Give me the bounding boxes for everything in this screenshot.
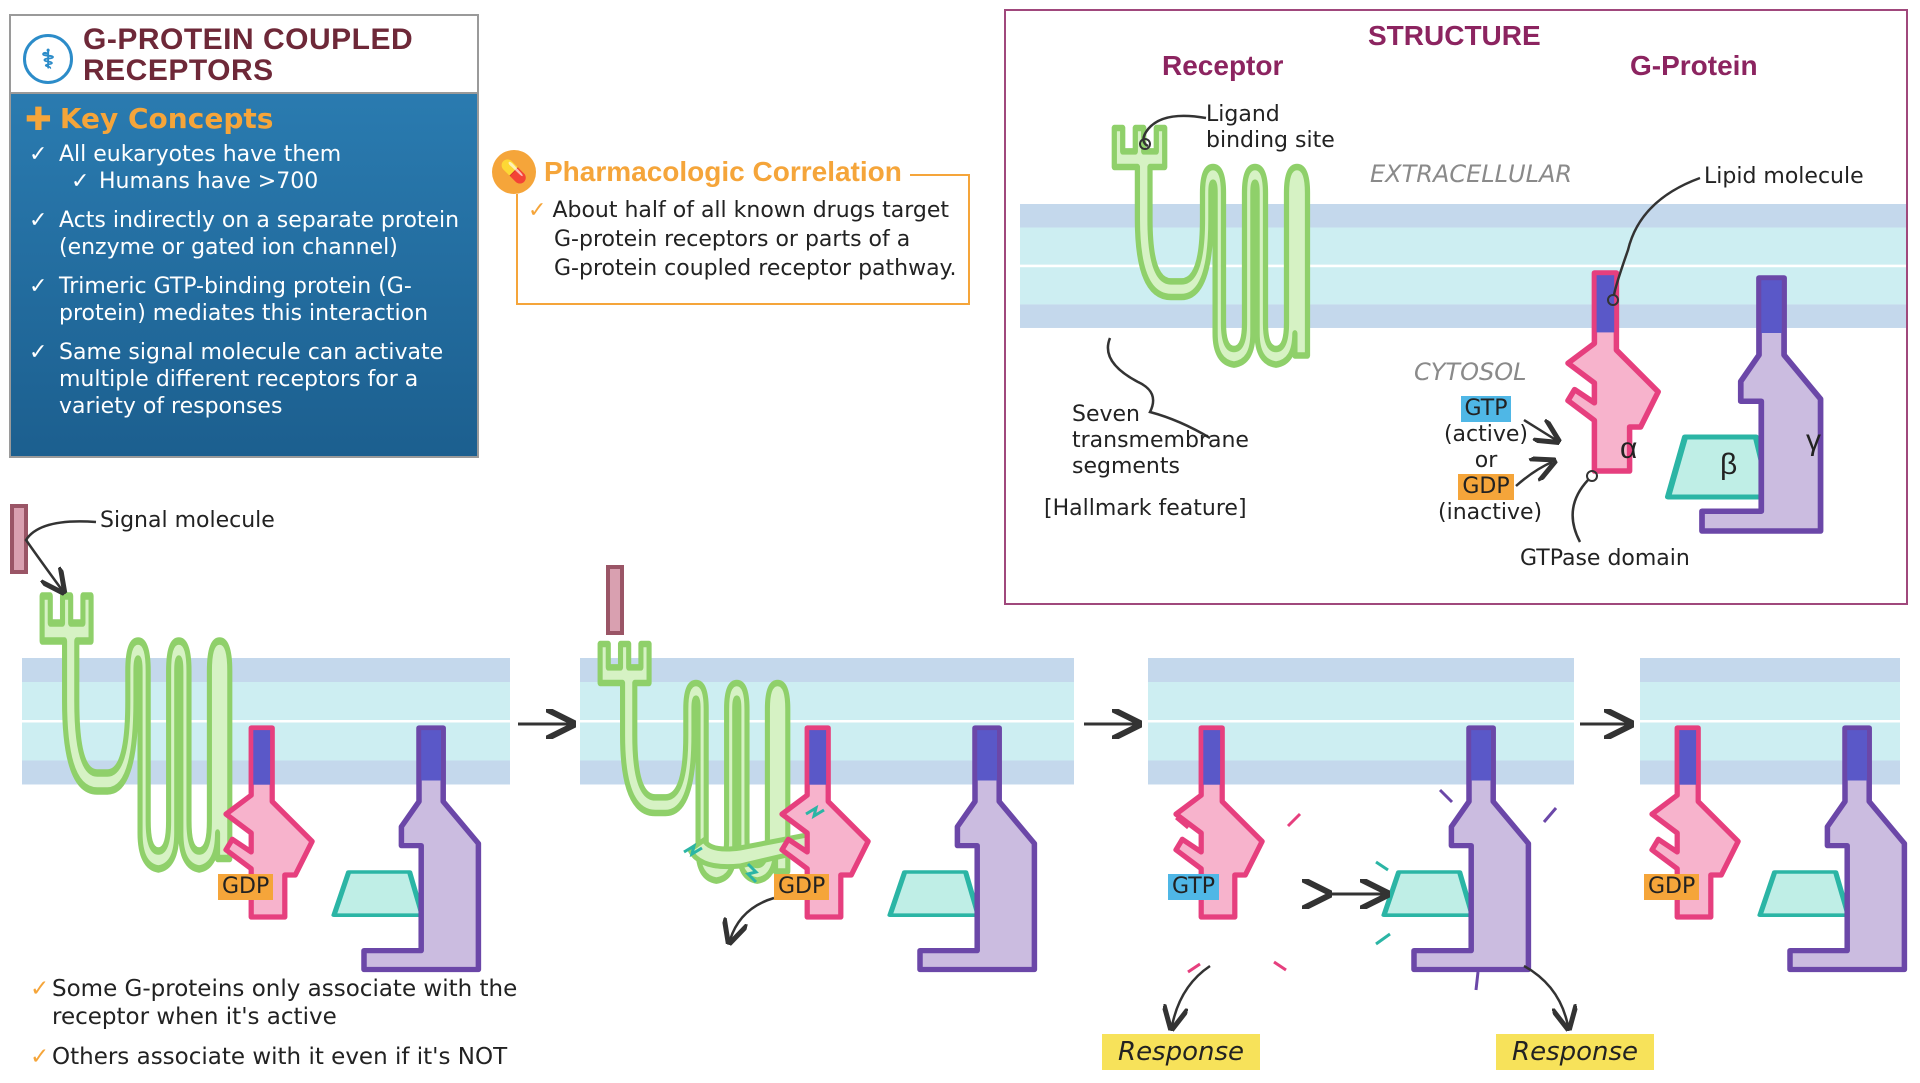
activation-sparks-alpha — [1175, 812, 1302, 974]
plus-icon: ✚ — [25, 99, 52, 138]
hallmark-label: [Hallmark feature] — [1044, 496, 1247, 521]
gtp-tag-step3: GTP — [1168, 874, 1219, 900]
seven-segments-label: Seven transmembrane segments — [1072, 402, 1249, 479]
key-concept-text: Same signal molecule can activate multip… — [59, 340, 444, 419]
gamma-symbol: γ — [1806, 424, 1821, 457]
pill-icon: 💊 — [492, 150, 536, 194]
lipid-label: Lipid molecule — [1704, 164, 1864, 189]
inactive-label: (inactive) — [1438, 500, 1543, 525]
check-icon: ✓ — [528, 198, 547, 223]
beta-symbol: β — [1720, 448, 1738, 481]
pharmacologic-text: ✓About half of all known drugs target G-… — [528, 196, 968, 283]
response-label-betagamma: Response — [1496, 1034, 1655, 1070]
pharm-line-3: G-protein coupled receptor pathway. — [554, 256, 957, 281]
gtp-gdp-legend: GTP (active) or GDP (inactive) — [1438, 396, 1543, 526]
ligand-site-marker — [1139, 138, 1151, 150]
check-icon: ✓ — [71, 169, 90, 194]
gtpase-pointer — [1571, 479, 1589, 543]
signal-molecule-free — [10, 504, 28, 574]
ligand-label: Ligand binding site — [1206, 102, 1335, 153]
key-concepts-title: Key Concepts — [59, 102, 274, 135]
notes: ✓Some G-proteins only associate with the… — [30, 975, 550, 1083]
cytosol-label: CYTOSOL — [1414, 358, 1527, 386]
key-concepts-box: ✚ Key Concepts ✓All eukaryotes have them… — [9, 94, 479, 458]
activation-sparks-beta — [1375, 860, 1391, 946]
structure-heading: STRUCTURE — [1368, 20, 1541, 51]
key-concept-item: ✓ Trimeric GTP-binding protein (G-protein… — [25, 273, 463, 327]
response-arrow-betagamma — [1523, 964, 1568, 1026]
gdp-tag: GDP — [218, 874, 274, 900]
activation-sparks-step2 — [683, 804, 825, 884]
pharm-line-1: About half of all known drugs target — [552, 198, 949, 223]
signal-pointer — [24, 520, 97, 590]
extracellular-label: EXTRACELLULAR — [1370, 160, 1573, 188]
beta-step3 — [1384, 872, 1472, 915]
gdp-tag-step2: GDP — [774, 874, 830, 900]
lipid-pointer — [1612, 176, 1701, 297]
signal-molecule-bound — [606, 565, 624, 635]
seven-pointer — [1106, 337, 1211, 440]
check-icon: ✓ — [29, 208, 48, 233]
pharm-line-2: G-protein receptors or parts of a — [554, 227, 911, 252]
or-label: or — [1474, 448, 1498, 473]
gdp-tag: GDP — [1458, 474, 1514, 500]
caduceus-icon: ⚕ — [23, 34, 73, 84]
pharmacologic-heading: 💊 Pharmacologic Correlation — [492, 150, 910, 194]
gtpase-label: GTPase domain — [1520, 546, 1690, 571]
key-concept-text: Acts indirectly on a separate protein (e… — [59, 208, 460, 260]
title-line-1: G-PROTEIN COUPLED — [83, 23, 414, 56]
check-icon: ✓ — [29, 142, 48, 167]
activation-sparks-betagamma — [1438, 788, 1558, 991]
key-concept-text: Trimeric GTP-binding protein (G-protein)… — [59, 274, 429, 326]
signal-molecule-label: Signal molecule — [100, 508, 275, 533]
note-item: ✓Some G-proteins only associate with the… — [30, 975, 550, 1031]
note-item: ✓Others associate with it even if it's N… — [30, 1043, 550, 1071]
gdp-release-arrow — [730, 896, 775, 940]
gdp-tag-step1: GDP — [218, 874, 274, 900]
beta-step4 — [1760, 872, 1848, 915]
active-label: (active) — [1443, 422, 1529, 447]
alpha-symbol: α — [1620, 432, 1638, 465]
response-label-alpha: Response — [1102, 1034, 1261, 1070]
page-title: G-PROTEIN COUPLED RECEPTORS — [83, 24, 473, 86]
key-concept-subitem: ✓ Humans have >700 — [25, 168, 463, 195]
gtp-tag: GTP — [1460, 396, 1512, 422]
check-icon: ✓ — [30, 1044, 50, 1070]
key-concept-text: Humans have >700 — [99, 169, 319, 194]
gdp-tag: GDP — [1644, 874, 1700, 900]
title-line-2: RECEPTORS — [83, 54, 274, 87]
lipid-marker — [1607, 294, 1619, 306]
key-concepts-heading: ✚ Key Concepts — [25, 102, 463, 135]
gdp-pointer — [1515, 462, 1552, 487]
structure-panel — [1004, 9, 1908, 605]
key-concept-item: ✓ All eukaryotes have them — [25, 141, 463, 168]
gdp-tag-step4: GDP — [1644, 874, 1700, 900]
beta-step2 — [890, 872, 978, 915]
check-icon: ✓ — [29, 274, 48, 299]
response-arrow-alpha — [1172, 964, 1211, 1026]
check-icon: ✓ — [29, 340, 48, 365]
gprotein-heading: G-Protein — [1630, 50, 1758, 81]
key-concept-item: ✓ Acts indirectly on a separate protein (… — [25, 207, 463, 261]
receptor-heading: Receptor — [1162, 50, 1284, 81]
check-icon: ✓ — [30, 976, 50, 1002]
key-concept-item: ✓ Same signal molecule can activate multi… — [25, 339, 463, 420]
pharmacologic-title: Pharmacologic Correlation — [544, 156, 902, 187]
title-box: ⚕ G-PROTEIN COUPLED RECEPTORS — [9, 14, 479, 94]
key-concepts-list: ✓All eukaryotes have them ✓Humans have >… — [25, 141, 463, 420]
note-text: Some G-proteins only associate with the … — [52, 976, 518, 1030]
gtp-pointer — [1523, 420, 1556, 440]
gdp-tag: GDP — [774, 874, 830, 900]
beta-step1 — [334, 872, 422, 915]
gtp-tag: GTP — [1168, 874, 1219, 900]
gtpase-marker — [1586, 470, 1598, 482]
note-text: Others associate with it even if it's NO… — [52, 1044, 508, 1070]
ligand-pointer — [1142, 114, 1207, 148]
key-concept-text: All eukaryotes have them — [59, 142, 342, 167]
